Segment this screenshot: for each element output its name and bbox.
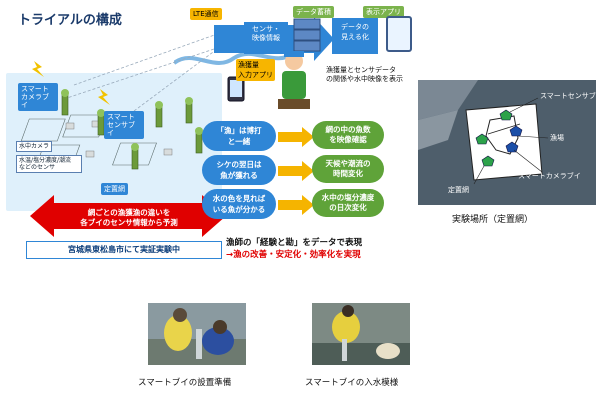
map-label-fixed-net: 定置網: [448, 185, 469, 194]
data-box-1: 網の中の魚数 を映像確認: [312, 121, 384, 149]
data-box-3: 水中の塩分濃度 の日次変化: [312, 189, 384, 217]
visualize-box: データの 見える化: [332, 18, 378, 54]
map-caption: 実験場所（定置網）: [452, 215, 534, 225]
buoy-launch-image: [312, 303, 410, 365]
visualize-text: データの 見える化: [341, 23, 369, 41]
experience-oval-3: 水の色を見れば いる魚が分かる: [202, 189, 276, 219]
data-right-3: 水中の塩分濃度 の日次変化: [321, 193, 375, 212]
diagram-panel: トライアルの構成 LTE通信 センサ・ 映像情報 データ蓄積 表示アプリ データ…: [4, 3, 414, 265]
display-app-label: 表示アプリ: [363, 6, 404, 18]
smart-sensor-buoy-text: スマート センサブイ: [107, 113, 135, 137]
phone-icon: [227, 76, 245, 102]
smart-camera-buoy-text: スマート カメラブイ: [21, 85, 49, 109]
green-arrow-3: [278, 195, 314, 215]
buoy-prep-image: [148, 303, 246, 365]
sensor-video-text: センサ・ 映像情報: [252, 25, 280, 42]
relation-text: 漁獲量とセンサデータ の関係や水中映像を表示: [326, 66, 403, 83]
green-arrow-2: [278, 161, 314, 181]
experience-left-3: 水の色を見れば いる魚が分かる: [212, 194, 266, 214]
smart-camera-buoy-label: スマート カメラブイ: [18, 83, 58, 111]
data-box-2: 天候や潮流の 時間変化: [312, 155, 384, 183]
tablet-icon: [386, 16, 412, 52]
summary-line-2: →漁の改善・安定化・効率化を実現: [226, 250, 361, 260]
catch-input-app-text: 漁獲量 入力アプリ: [238, 61, 273, 79]
map-label-camera-buoy: スマートカメラブイ: [518, 171, 581, 180]
green-arrow-1: [278, 127, 314, 147]
photo1-caption: スマートブイの設置準備: [138, 378, 232, 388]
water-sensors-label: 水温/塩分濃度/潮流 などのセンサ: [16, 155, 82, 173]
fixed-net-label: 定置網: [101, 183, 128, 195]
experience-left-2: シケの翌日は 魚が獲れる: [216, 160, 262, 180]
photo2-caption: スマートブイの入水模様: [305, 378, 399, 388]
prediction-text: 網ごとの漁獲漁の違いを 各ブイのセンサ情報から予測: [80, 208, 178, 227]
lte-label: LTE通信: [190, 8, 222, 20]
experience-oval-2: シケの翌日は 魚が獲れる: [202, 155, 276, 185]
sensor-video-info: センサ・ 映像情報: [244, 22, 288, 54]
underwater-camera-label: 水中カメラ: [16, 141, 53, 152]
data-right-1: 網の中の魚数 を映像確認: [325, 125, 371, 144]
demo-location-box: 宮城県東松島市にて実証実験中: [26, 241, 222, 259]
diagram-title: トライアルの構成: [18, 13, 122, 28]
map-label-fishing-ground: 漁場: [550, 133, 564, 142]
server-icon: [293, 18, 321, 52]
experience-left-1: 「漁」は博打 と一緒: [216, 126, 262, 146]
experience-oval-1: 「漁」は博打 と一緒: [202, 121, 276, 151]
coastline-graphic: [174, 51, 294, 65]
data-store-label: データ蓄積: [293, 6, 334, 18]
catch-input-app-label: 漁獲量 入力アプリ: [236, 59, 275, 81]
data-right-2: 天候や潮流の 時間変化: [325, 159, 371, 178]
prediction-arrow: [30, 195, 226, 237]
summary-line-1: 漁師の「経験と勘」をデータで表現: [226, 238, 363, 248]
buoy-prep-photo: [148, 303, 246, 365]
smart-sensor-buoy-label: スマート センサブイ: [104, 111, 144, 139]
buoy-launch-photo: [312, 303, 410, 365]
fisherman-icon: [278, 51, 310, 109]
